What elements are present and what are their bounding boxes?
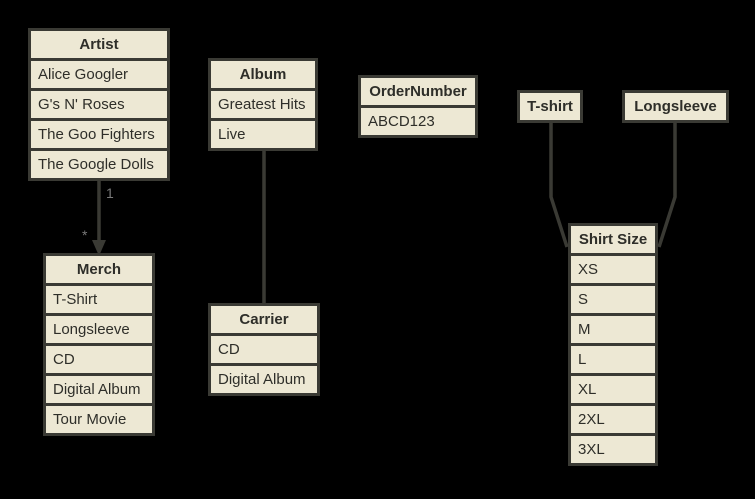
entity-row: Alice Googler — [31, 61, 167, 88]
entity-ordernumber: OrderNumber ABCD123 — [358, 75, 478, 138]
entity-row: Greatest Hits — [211, 91, 315, 118]
connector-tshirt-shirtsize — [549, 122, 569, 248]
entity-row: XS — [571, 256, 655, 283]
entity-row: 2XL — [571, 406, 655, 433]
entity-row: Tour Movie — [46, 406, 152, 433]
connector-longsleeve-shirtsize — [657, 122, 677, 248]
entity-tshirt-title: T-shirt — [520, 93, 580, 120]
entity-carrier: Carrier CD Digital Album — [208, 303, 320, 396]
entity-row: XL — [571, 376, 655, 403]
entity-album-title: Album — [211, 61, 315, 88]
arrowhead-artist-merch-icon — [92, 240, 106, 256]
entity-shirtsize: Shirt Size XS S M L XL 2XL 3XL — [568, 223, 658, 466]
multiplicity-target-label: * — [82, 227, 88, 243]
entity-longsleeve: Longsleeve — [622, 90, 729, 123]
entity-shirtsize-title: Shirt Size — [571, 226, 655, 253]
entity-artist-title: Artist — [31, 31, 167, 58]
entity-tshirt: T-shirt — [517, 90, 583, 123]
entity-row: CD — [211, 336, 317, 363]
entity-row: 3XL — [571, 436, 655, 463]
entity-row: CD — [46, 346, 152, 373]
entity-merch-title: Merch — [46, 256, 152, 283]
entity-merch: Merch T-Shirt Longsleeve CD Digital Albu… — [43, 253, 155, 436]
entity-album: Album Greatest Hits Live — [208, 58, 318, 151]
entity-longsleeve-title: Longsleeve — [625, 93, 726, 120]
entity-row: L — [571, 346, 655, 373]
entity-carrier-title: Carrier — [211, 306, 317, 333]
entity-row: Longsleeve — [46, 316, 152, 343]
entity-ordernumber-title: OrderNumber — [361, 78, 475, 105]
entity-row: T-Shirt — [46, 286, 152, 313]
entity-row: The Google Dolls — [31, 151, 167, 178]
entity-row: S — [571, 286, 655, 313]
entity-row: Digital Album — [46, 376, 152, 403]
entity-row: The Goo Fighters — [31, 121, 167, 148]
multiplicity-source-label: 1 — [106, 185, 114, 201]
entity-row: G's N' Roses — [31, 91, 167, 118]
entity-row: M — [571, 316, 655, 343]
entity-row: Digital Album — [211, 366, 317, 393]
entity-row: Live — [211, 121, 315, 148]
entity-artist: Artist Alice Googler G's N' Roses The Go… — [28, 28, 170, 181]
entity-row: ABCD123 — [361, 108, 475, 135]
